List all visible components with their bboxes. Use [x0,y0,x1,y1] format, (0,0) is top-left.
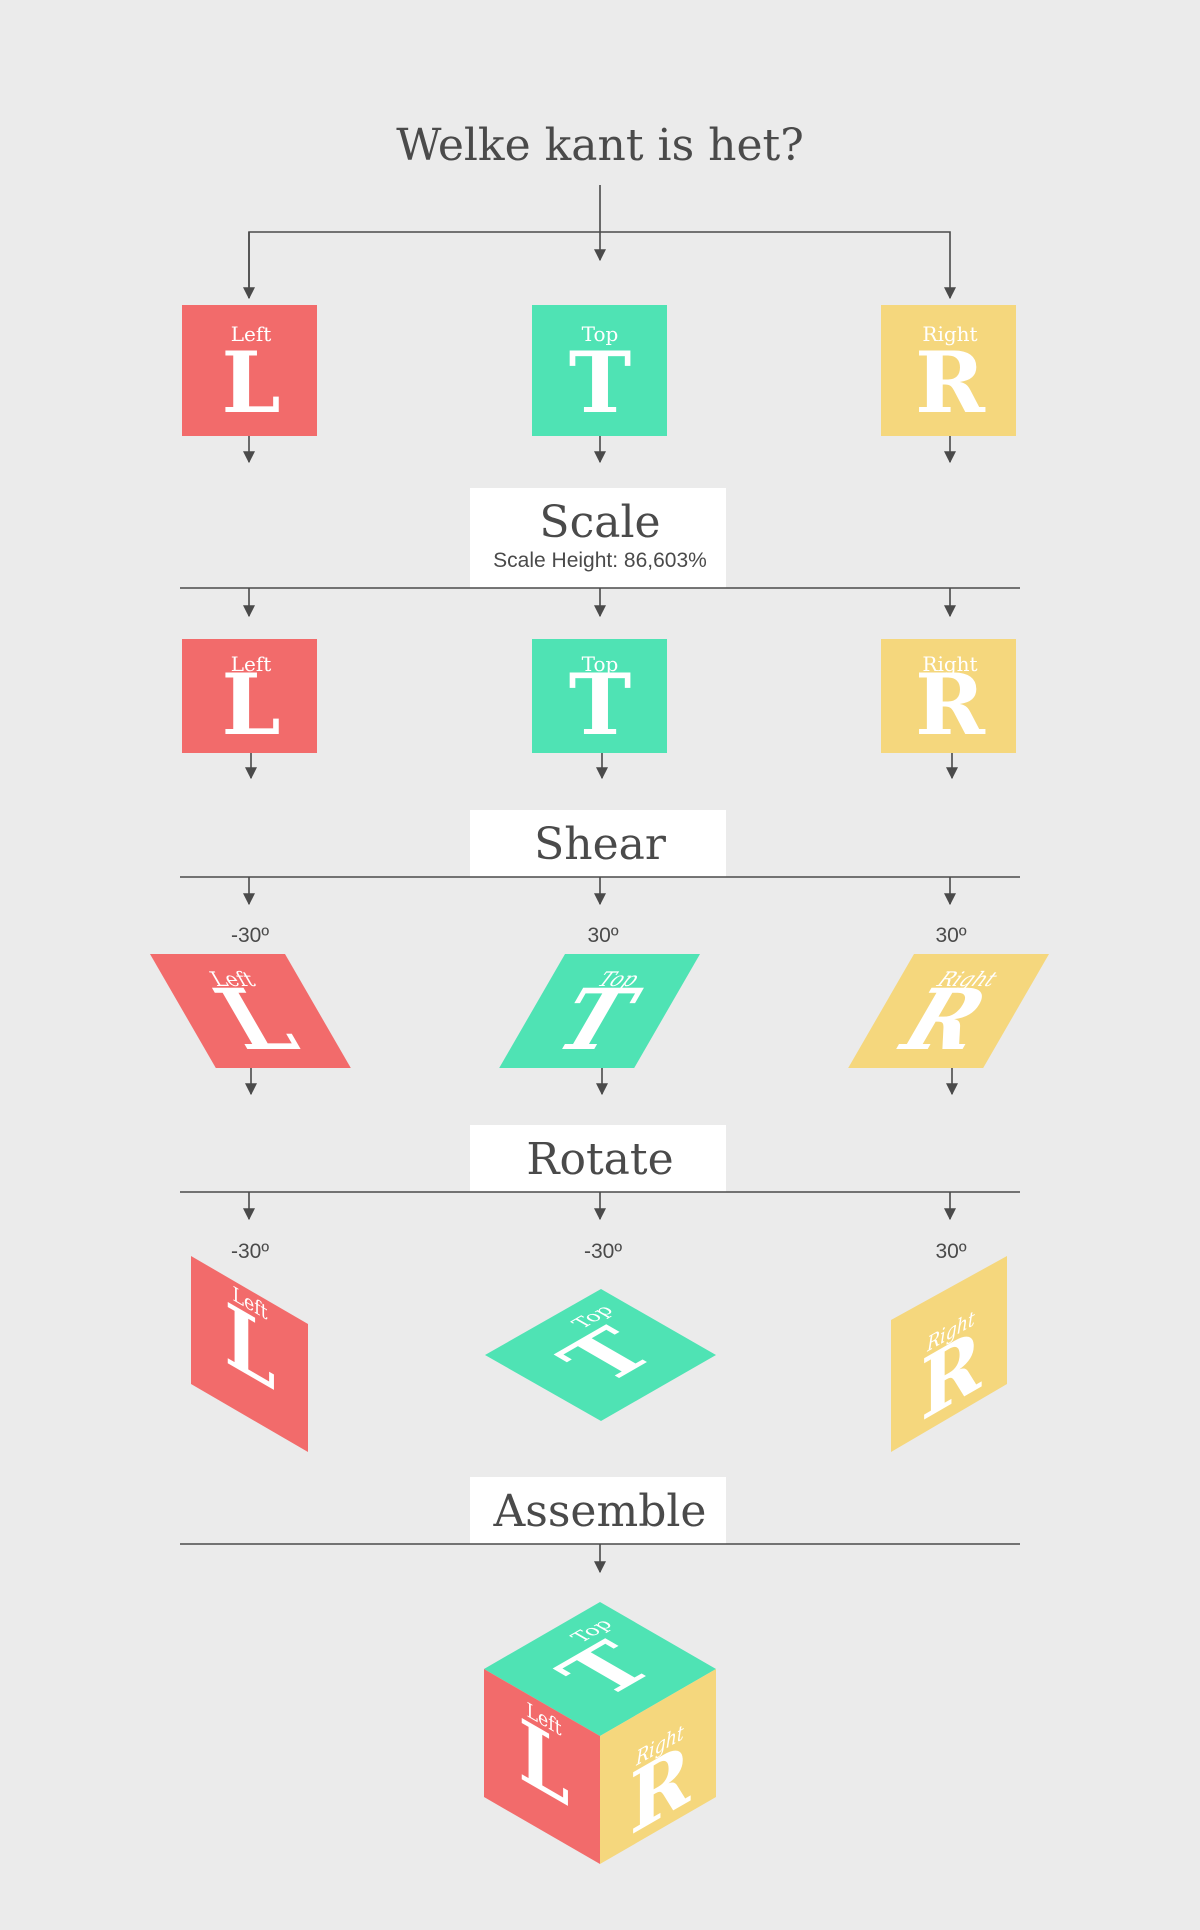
sheared-right-face: Right R [848,954,1049,1069]
shear-angle-top: 30º [587,924,618,947]
svg-text:Assemble: Assemble [493,1486,707,1537]
scaled-top-face: Top T [532,639,667,754]
rotated-right-face: Right R [891,1256,1007,1452]
cube-left-face [484,1669,600,1864]
svg-text:Left: Left [206,968,260,991]
arrows-to-shear [245,753,958,780]
rotate-stage-label: Rotate [180,1125,1020,1193]
svg-text:Top: Top [582,322,619,346]
svg-text:Scale Height: 86,603%: Scale Height: 86,603% [493,549,707,572]
arrows-to-rotate [245,1068,958,1096]
assembled-cube: Top T Left L Right R [484,1602,716,1864]
original-right-face: Right R [881,305,1016,436]
split-connector [243,185,956,300]
svg-text:R: R [915,655,986,754]
svg-text:L: L [221,655,280,754]
svg-text:T: T [569,655,632,754]
svg-text:Left: Left [231,322,272,346]
cube-right-face [600,1669,716,1864]
arrows-after-scale [243,588,956,618]
svg-text:Scale: Scale [539,497,660,548]
sheared-top-face: Top T [499,954,700,1069]
svg-text:Rotate: Rotate [526,1134,673,1185]
scaled-left-face: Left L [182,639,317,754]
svg-text:Right: Right [922,322,977,346]
rotate-angle-top: -30º [584,1240,622,1263]
shear-stage-label: Shear [180,810,1020,878]
svg-text:Top: Top [582,652,619,676]
scale-stage-label: Scale Scale Height: 86,603% [180,488,1020,589]
shear-angle-right: 30º [935,924,966,947]
svg-text:Right: Right [932,968,1002,991]
original-left-face: Left L [182,305,317,436]
sheared-left-face: Left L [150,954,351,1069]
svg-text:Left: Left [231,652,272,676]
svg-text:L: L [221,333,280,432]
assemble-stage-label: Assemble [180,1477,1020,1545]
arrows-after-rotate [243,1192,956,1221]
shear-angle-left: -30º [231,924,269,947]
svg-text:Shear: Shear [534,819,667,870]
arrows-after-shear [243,877,956,906]
rotate-angle-left: -30º [231,1240,269,1263]
rotate-angle-right: 30º [935,1240,966,1263]
arrows-to-scale [243,436,956,464]
original-top-face: Top T [532,305,667,436]
svg-text:R: R [915,333,986,432]
rotated-left-face: Left L [191,1256,308,1452]
svg-text:Top: Top [593,968,643,991]
svg-text:Right: Right [922,652,977,676]
scaled-right-face: Right R [881,639,1016,754]
svg-text:T: T [569,333,632,432]
rotated-top-face: Top T [485,1289,716,1421]
page-title: Welke kant is het? [396,120,804,171]
